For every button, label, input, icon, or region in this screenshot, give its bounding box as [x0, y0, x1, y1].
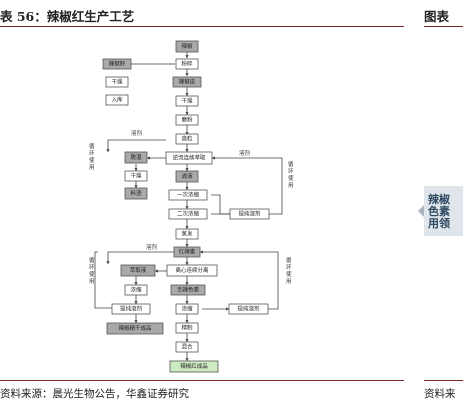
node-label: 蒸发 [181, 230, 193, 238]
vertical-label: 循环使用 [89, 256, 95, 285]
node-label: 干燥 [111, 78, 123, 86]
node-label: 干燥 [181, 97, 193, 105]
edge-label-recycle: 循环使用 [288, 160, 294, 189]
node-tichun-1: 提纯溶剂 [229, 208, 270, 220]
edge [94, 251, 112, 309]
adjacent-figure-title: 图表 [424, 9, 450, 24]
edge [211, 194, 230, 215]
node-label: 辣椒籽 [109, 60, 126, 68]
vertical-label: 循环使用 [89, 142, 95, 171]
node-label: 萃取液 [130, 266, 147, 274]
edge-label-solvent: 溶剂 [239, 149, 251, 157]
panel-line: 用领 [428, 217, 450, 230]
node-yicinongsuo: 一次浓缩 [168, 189, 208, 201]
edge-label-solvent: 溶剂 [131, 129, 143, 137]
node-ercinongsuo: 二次浓缩 [168, 208, 208, 220]
node-ganzao-2: 干燥 [175, 95, 199, 107]
adjacent-panel [424, 186, 463, 236]
node-tichun-2: 提纯溶剂 [111, 303, 151, 315]
node-label: 提纯溶剂 [237, 305, 260, 313]
top-rule-right [424, 26, 463, 27]
node-label: 浓缩 [130, 286, 142, 294]
node-label: 逆流连续萃取 [172, 154, 206, 162]
node-cuiquye: 萃取液 [120, 264, 156, 277]
edge [199, 250, 279, 310]
edge [106, 251, 175, 265]
node-label: 辣椒 [181, 42, 193, 50]
node-tiaopei: 混合 [175, 341, 199, 353]
bottom-rule [0, 380, 404, 381]
vertical-label: 循环使用 [286, 256, 292, 285]
node-label: 辣椒红成品 [180, 362, 208, 370]
edge-label-recycle: 循环使用 [89, 256, 95, 285]
node-zaoli: 造粒 [175, 133, 199, 145]
edge-label-solvent: 溶剂 [146, 243, 158, 251]
node-nongsuo-2: 浓缩 [175, 303, 199, 315]
node-label: 提纯溶剂 [120, 305, 143, 313]
node-lixin: 离心连续分离 [166, 264, 218, 277]
node-label: 提纯溶剂 [238, 210, 261, 218]
vertical-label: 循环使用 [288, 160, 294, 189]
node-label: 辣椒精干成品 [118, 324, 152, 332]
adjacent-source-note: 资料来 [424, 388, 456, 400]
panel-pointer [418, 205, 424, 217]
node-liaopo: 料渣 [124, 187, 148, 200]
node-lvye: 滤液 [175, 170, 199, 183]
node-label: 无辣色素 [177, 286, 200, 294]
node-lajiaozi: 辣椒籽 [102, 58, 132, 70]
node-label: 一次浓缩 [177, 191, 200, 199]
edge [106, 139, 166, 153]
node-label: 料渣 [130, 189, 142, 197]
node-mofen: 磨粉 [175, 114, 199, 126]
node-label: 磨粉 [181, 116, 193, 124]
node-label: 二次浓缩 [177, 210, 200, 218]
node-nilizhu: 逆流连续萃取 [165, 151, 213, 165]
node-jingzhi: 精制 [175, 322, 199, 334]
node-label: 浓缩 [181, 305, 193, 313]
node-label: 精制 [181, 324, 193, 332]
bottom-rule-right [424, 380, 463, 381]
node-label: 滤液 [181, 172, 193, 180]
node-ganzao-3: 干燥 [124, 170, 148, 182]
edge-label-recycle: 循环使用 [286, 256, 292, 285]
node-ruku: 入库 [105, 94, 129, 106]
edge-label-recycle: 循环使用 [89, 142, 95, 171]
node-chengpin: 辣椒红成品 [169, 360, 219, 373]
node-tuoshi: 脱湿 [124, 151, 148, 164]
node-nongsuo-1: 浓缩 [124, 284, 148, 296]
node-label: 红辣素 [179, 248, 196, 256]
node-lajiaopi: 辣椒皮 [172, 76, 202, 88]
node-tichun-3: 提纯溶剂 [228, 303, 269, 315]
node-hongsusu: 红辣素 [173, 246, 201, 258]
panel-line: 辣椒 [428, 193, 450, 206]
node-label: 离心连续分离 [175, 266, 209, 274]
node-label: 入库 [111, 96, 123, 104]
node-label: 辣椒皮 [179, 78, 196, 86]
node-fensui: 粉碎 [175, 58, 199, 70]
node-zhengtuo: 蒸发 [175, 228, 199, 240]
node-label: 脱湿 [130, 153, 142, 161]
figure-title: 表 56：辣椒红生产工艺 [0, 9, 135, 24]
node-label: 粉碎 [181, 60, 193, 68]
node-lajiao: 辣椒 [175, 40, 199, 53]
edge [211, 156, 283, 215]
node-label: 混合 [181, 343, 193, 351]
node-label: 造粒 [181, 135, 193, 143]
node-label: 干燥 [130, 172, 142, 180]
source-note: 资料来源：晨光生物公告，华鑫证券研究 [0, 388, 189, 400]
adjacent-panel-text: 辣椒 色素 用领 [428, 194, 450, 230]
top-rule [0, 26, 404, 27]
node-wuxiansesu: 无辣色素 [170, 284, 206, 296]
node-ganzao-1: 干燥 [105, 76, 129, 88]
node-lajiaojingyou: 辣椒精干成品 [106, 322, 164, 335]
panel-line: 色素 [428, 205, 450, 218]
